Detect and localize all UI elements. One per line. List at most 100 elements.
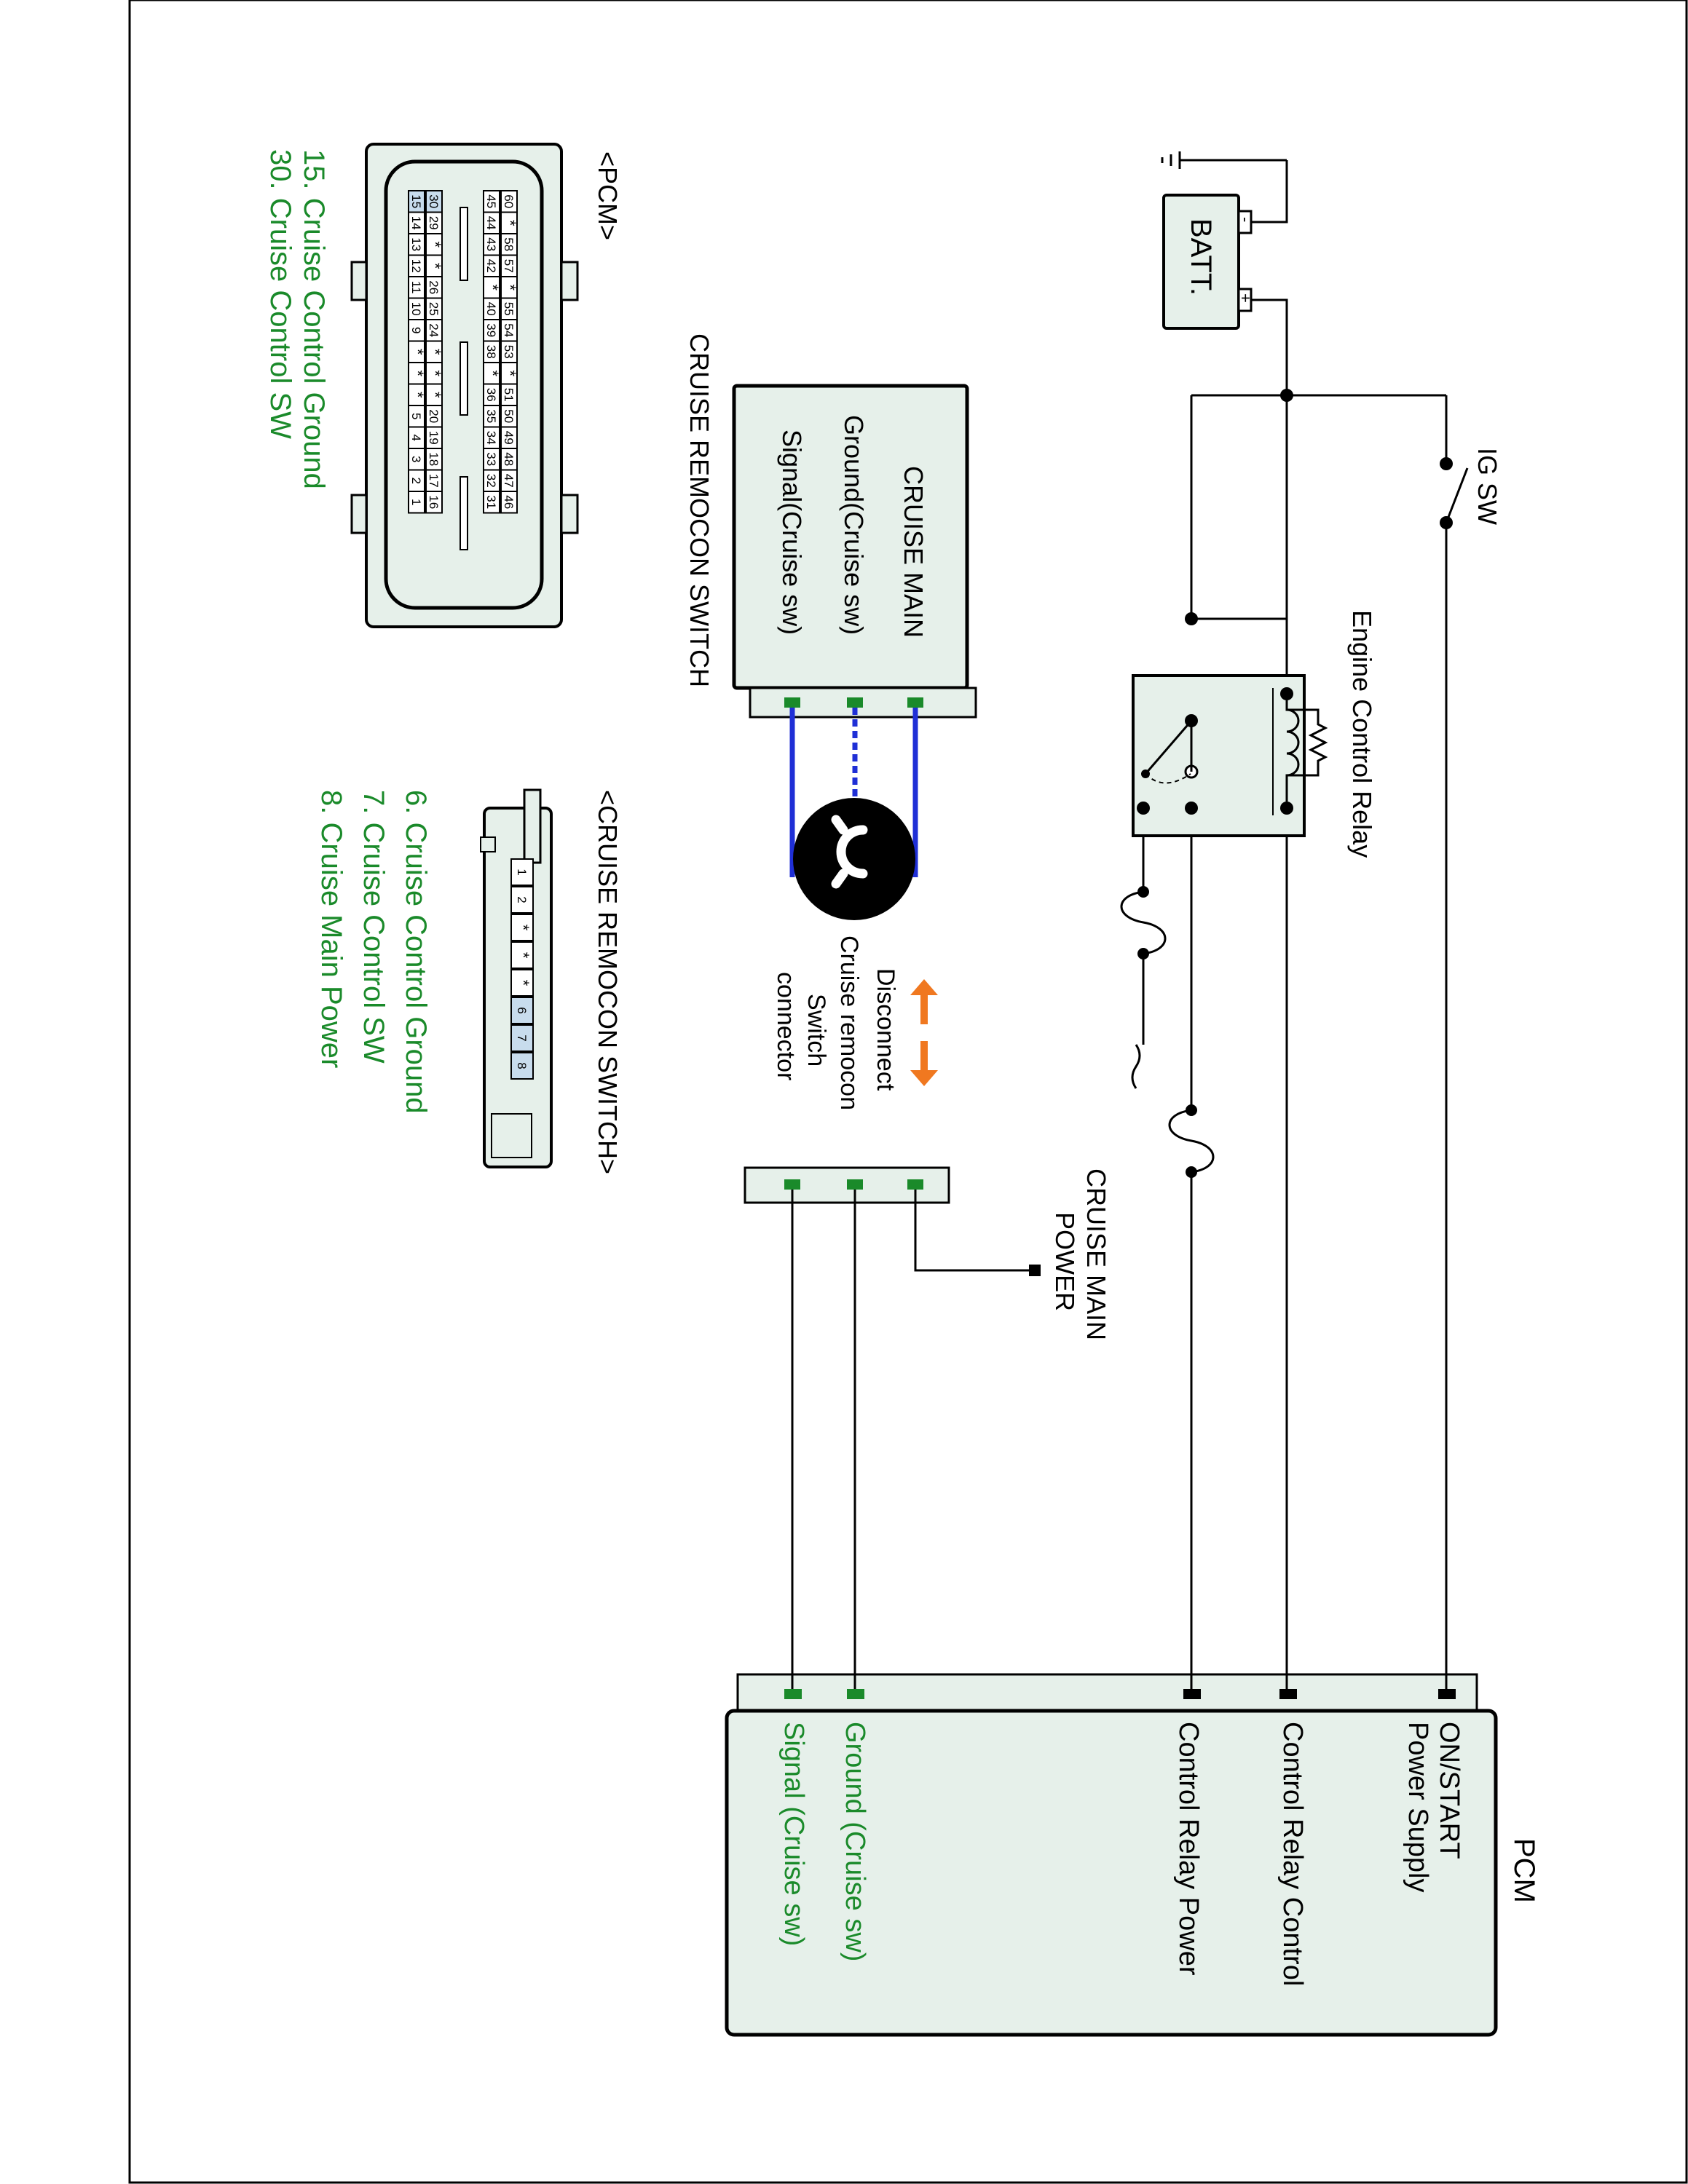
pcm-pin-12-label: 12 bbox=[409, 259, 423, 273]
pcm-pin-signal bbox=[784, 1689, 802, 1699]
remocon-note-6: 6. Cruise Control Ground bbox=[400, 790, 432, 1114]
remocon-pin-6-label: 6 bbox=[515, 1007, 529, 1013]
disconnect-note-line1: Disconnect bbox=[872, 968, 899, 1091]
pcm-pin-relay-power bbox=[1183, 1689, 1201, 1699]
pcm-pin-*-label: * bbox=[501, 370, 519, 376]
pcm-pin-*-label: * bbox=[409, 349, 427, 355]
pcm-pin-relay-power-label: Control Relay Power bbox=[1173, 1722, 1204, 1976]
cruise-remocon-switch: CRUISE MAIN Ground(Cruise sw) Signal(Cru… bbox=[685, 333, 977, 719]
pcm-pin-31-label: 31 bbox=[484, 495, 498, 509]
remocon-pin-*-cell bbox=[510, 941, 534, 969]
fuse-2 bbox=[1168, 1109, 1215, 1174]
pcm-pin-relay-control bbox=[1279, 1689, 1297, 1699]
pcm-pin-onstart-label2: Power Supply bbox=[1403, 1722, 1433, 1892]
pcm-labels: PCM ON/START Power Supply Control Relay … bbox=[778, 1722, 1540, 1986]
pcm-pin-33-label: 33 bbox=[484, 452, 498, 466]
remocon-pin-*-cell bbox=[510, 969, 534, 997]
pcm-pin-5-label: 5 bbox=[409, 413, 423, 419]
pcm-pin-11-label: 11 bbox=[409, 281, 423, 294]
cruise-switch-title: CRUISE MAIN bbox=[899, 466, 928, 638]
pcm-pin-16-cell bbox=[425, 491, 443, 514]
pcm-pin-30-label: 30 bbox=[427, 194, 441, 208]
pcm-box bbox=[725, 1709, 1498, 2037]
pcm-connector-view: <PCM> 60*5857*555453*5150494847464544434… bbox=[350, 143, 623, 628]
pcm-pin-57-label: 57 bbox=[502, 259, 516, 273]
pcm-pin-relay-control-label: Control Relay Control bbox=[1277, 1722, 1308, 1986]
pcm-pin-signal-label: Signal (Cruise sw) bbox=[778, 1722, 809, 1946]
pcm-pin-34-label: 34 bbox=[484, 431, 498, 445]
disconnect-note-line3: Switch bbox=[802, 994, 830, 1067]
fuse-1 bbox=[1120, 890, 1167, 955]
pcm-pin-*-label: * bbox=[484, 284, 502, 290]
pcm-pin-24-label: 24 bbox=[427, 323, 441, 337]
pcm-pin-45-label: 45 bbox=[484, 194, 498, 208]
junction-dots bbox=[1137, 389, 1293, 1178]
cruise-switch-pin-strip bbox=[749, 687, 977, 719]
pcm-pin-35-label: 35 bbox=[484, 409, 498, 423]
main-wires bbox=[1120, 394, 1448, 1689]
pcm-pin-25-label: 25 bbox=[427, 302, 441, 316]
pcm-connector-title: <PCM> bbox=[593, 151, 623, 240]
pcm-pin-16-label: 16 bbox=[427, 495, 441, 509]
cruise-switch-pin-signal: Signal(Cruise sw) bbox=[777, 430, 807, 635]
pcm-pin-onstart bbox=[1438, 1689, 1456, 1699]
pcm-pin-*-label: * bbox=[501, 284, 519, 290]
remocon-pin-*-label: * bbox=[514, 925, 532, 931]
relay-link bbox=[1145, 773, 1191, 784]
pcm-pin-1-label: 1 bbox=[409, 499, 423, 505]
pcm-pin-42-label: 42 bbox=[484, 259, 498, 273]
pcm-pin-58-label: 58 bbox=[502, 237, 516, 251]
pcm-pin-50-label: 50 bbox=[502, 409, 516, 423]
pcm-pin-36-label: 36 bbox=[484, 388, 498, 402]
remocon-pin-1-cell bbox=[510, 858, 534, 886]
battery-label: BATT. bbox=[1185, 218, 1217, 296]
remocon-pin-7-label: 7 bbox=[515, 1034, 529, 1041]
pcm-pin-26-label: 26 bbox=[427, 280, 441, 294]
pcm-pin-14-label: 14 bbox=[409, 216, 423, 230]
pcm-note-15: 15. Cruise Control Ground bbox=[298, 149, 330, 489]
relay-resistor bbox=[1287, 708, 1328, 777]
remocon-note-8: 8. Cruise Main Power bbox=[315, 790, 347, 1068]
pcm-pin-20-label: 20 bbox=[427, 409, 441, 423]
remocon-pin-*-label: * bbox=[514, 980, 532, 986]
remocon-connector-view: <CRUISE REMOCON SWITCH> 12***678 bbox=[480, 788, 623, 1174]
pcm-pin-18-label: 18 bbox=[427, 452, 441, 466]
pcm-pin-55-label: 55 bbox=[502, 302, 516, 316]
remocon-pin-2-cell bbox=[510, 886, 534, 914]
battery-body bbox=[1162, 194, 1240, 330]
pcm-pin-46-label: 46 bbox=[502, 495, 516, 509]
engine-control-relay: Engine Control Relay bbox=[1132, 610, 1377, 858]
pcm-pin-*-label: * bbox=[426, 370, 444, 376]
cruise-to-pcm-wires bbox=[791, 1190, 1029, 1689]
remocon-pin-2-label: 2 bbox=[515, 896, 529, 903]
pcm-pin-*-label: * bbox=[426, 392, 444, 398]
remocon-connector-grid: 12***678 bbox=[510, 858, 534, 1080]
disconnect-note-line4: connector bbox=[772, 972, 800, 1080]
pcm-pin-4-label: 4 bbox=[409, 435, 423, 441]
pcm-pin-19-label: 19 bbox=[427, 431, 441, 445]
remocon-pin-8-label: 8 bbox=[515, 1062, 529, 1069]
pcm-pin-49-label: 49 bbox=[502, 431, 516, 445]
pcm-pin-ground bbox=[847, 1689, 864, 1699]
pcm-pin-31-cell bbox=[483, 491, 500, 514]
disconnect-note: Disconnect Cruise remocon Switch connect… bbox=[772, 935, 899, 1110]
pcm-pin-*-label: * bbox=[409, 370, 427, 376]
battery-neg-terminal bbox=[1237, 210, 1253, 234]
battery-neg-wire bbox=[1251, 160, 1288, 223]
pcm-pin-*-label: * bbox=[409, 392, 427, 398]
relay-box bbox=[1132, 674, 1306, 837]
remocon-note-7: 7. Cruise Control SW bbox=[358, 790, 390, 1064]
cruise-switch-caption: CRUISE REMOCON SWITCH bbox=[685, 333, 714, 687]
pcm-pin-3-label: 3 bbox=[409, 456, 423, 462]
pcm-pin-38-label: 38 bbox=[484, 345, 498, 359]
battery: - + BATT. bbox=[1161, 151, 1288, 395]
pcm-pin-*-label: * bbox=[426, 263, 444, 269]
mating-connector bbox=[744, 1166, 950, 1204]
pcm-pin-32-label: 32 bbox=[484, 474, 498, 488]
pcm-pin-9-label: 9 bbox=[409, 327, 423, 333]
disconnect-note-line2: Cruise remocon bbox=[835, 935, 863, 1110]
cruise-main-power-pin bbox=[1029, 1265, 1041, 1276]
pcm-pin-13-label: 13 bbox=[409, 237, 423, 251]
pcm-pin-*-label: * bbox=[484, 370, 502, 376]
